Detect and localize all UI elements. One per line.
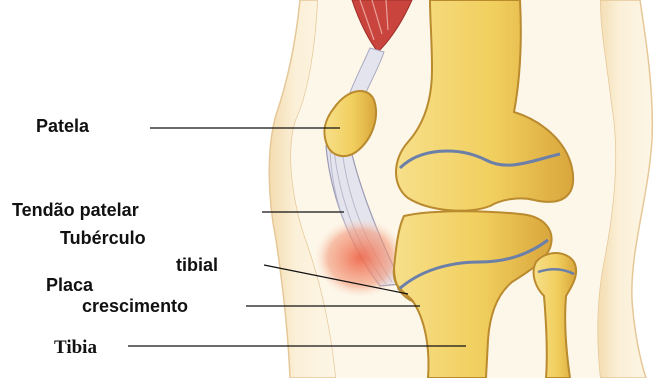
label-patela: Patela [36,117,89,135]
inflammation [314,218,406,298]
label-placa: Placa [46,276,93,294]
label-tibia: Tibia [54,338,97,357]
label-tuberculo: Tubérculo [60,229,146,247]
label-crescimento: crescimento [82,297,188,315]
label-tendao-patelar: Tendão patelar [12,201,139,219]
label-tibial: tibial [176,256,218,274]
